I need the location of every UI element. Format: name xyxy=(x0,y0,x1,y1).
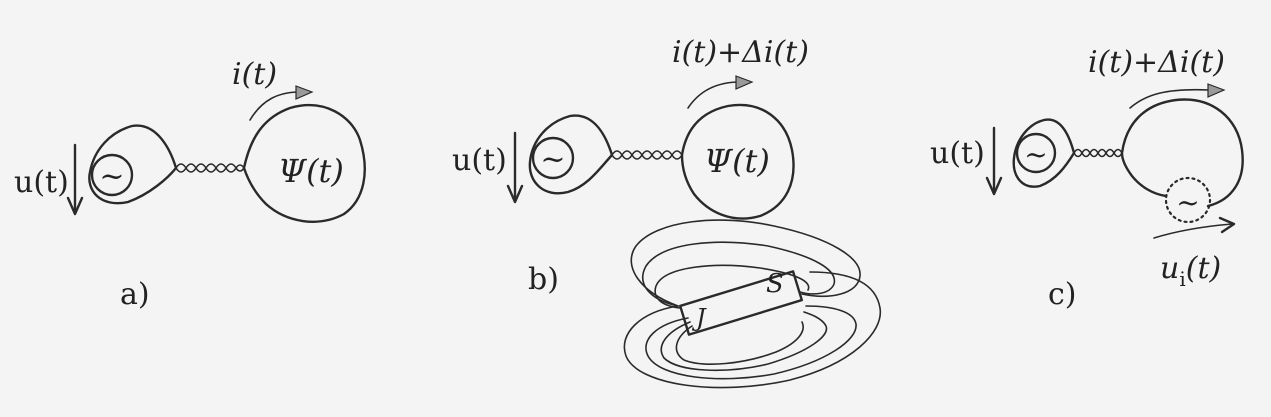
twisted-pair-b xyxy=(611,150,683,160)
magnet-pole-left: J xyxy=(691,304,707,332)
induced-voltage-arrow xyxy=(1153,216,1236,239)
panel-label-a: a) xyxy=(120,277,150,312)
source-circle-a xyxy=(90,153,134,197)
panel-b: u(t) ~ Ψ(t) i(t)+Δi(t) J S b) xyxy=(452,35,882,389)
magnet-pole-right: S xyxy=(766,269,784,299)
current-label-a: i(t) xyxy=(232,57,277,92)
source-symbol-a: ~ xyxy=(99,159,124,194)
panel-label-b: b) xyxy=(528,262,559,297)
source-symbol-b: ~ xyxy=(540,142,565,177)
panel-c: u(t) ~ ~ i(t)+Δi(t) ui(t) c) xyxy=(930,45,1244,312)
flux-loop-c xyxy=(1120,98,1244,208)
source-circle-c xyxy=(1015,132,1057,174)
induced-source-circle xyxy=(1164,176,1212,224)
source-circle-b xyxy=(531,136,575,180)
voltage-arrow-c xyxy=(985,126,1003,196)
panel-a: u(t) ~ Ψ(t) i(t) a) xyxy=(14,57,366,312)
voltage-label-b: u(t) xyxy=(452,143,507,178)
panel-label-c: c) xyxy=(1048,277,1077,312)
flux-loop-b xyxy=(680,103,795,220)
source-symbol-c: ~ xyxy=(1024,138,1047,171)
induced-voltage-label: ui(t) xyxy=(1160,251,1221,291)
current-arrow-a xyxy=(249,85,314,121)
current-label-c: i(t)+Δi(t) xyxy=(1088,45,1225,80)
twisted-pair-c xyxy=(1073,148,1123,158)
voltage-label-a: u(t) xyxy=(14,165,69,200)
flux-loop-a xyxy=(242,103,366,223)
twisted-pair-a xyxy=(175,163,245,173)
voltage-arrow-b xyxy=(506,131,524,204)
flux-label-b: Ψ(t) xyxy=(704,142,770,180)
source-loop-c xyxy=(1012,118,1076,188)
magnet-bar xyxy=(678,270,804,336)
current-arrow-c xyxy=(1129,83,1226,109)
induced-source-symbol: ~ xyxy=(1176,186,1199,219)
flux-label-a: Ψ(t) xyxy=(278,152,344,190)
magnetic-field-lines xyxy=(623,219,882,389)
voltage-arrow-a xyxy=(66,143,84,216)
current-arrow-b xyxy=(687,75,754,109)
source-loop-a xyxy=(88,124,178,205)
source-loop-b xyxy=(528,114,614,195)
voltage-label-c: u(t) xyxy=(930,136,985,171)
current-label-b: i(t)+Δi(t) xyxy=(672,35,809,70)
